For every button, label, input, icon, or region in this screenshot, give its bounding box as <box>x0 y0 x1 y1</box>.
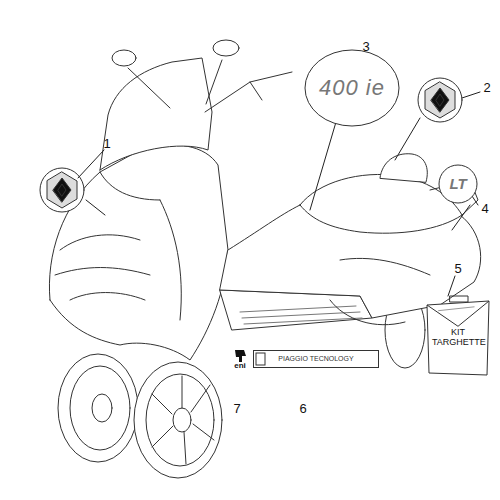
model-decal-text: 400 ie <box>319 76 385 100</box>
eni-dog-logo <box>235 350 246 362</box>
model-decal: 400 ie <box>304 49 400 127</box>
kit-bag-text: KIT TARGHETTE <box>432 328 484 348</box>
lt-decal: LT <box>438 164 478 204</box>
kit-bag-shine <box>438 307 474 311</box>
eni-badge-border <box>229 348 252 373</box>
badge-logo-rear <box>418 78 462 122</box>
windscreen <box>100 58 212 170</box>
nameplate-border <box>254 351 379 368</box>
mirror-right <box>213 40 239 56</box>
lt-decal-circle <box>439 165 477 203</box>
front-wheel-left <box>58 354 138 462</box>
handlebar <box>128 60 292 112</box>
callout-number: 3 <box>362 40 369 53</box>
badge-logo-front <box>40 168 84 212</box>
eni-badge-text: eni <box>234 362 246 371</box>
callout-number: 1 <box>103 137 110 150</box>
seat <box>300 174 462 233</box>
mirror-left <box>112 50 136 66</box>
front-wheel-right <box>134 362 222 478</box>
floorboard-grip <box>240 306 362 324</box>
backrest <box>380 154 427 182</box>
nameplate: PIAGGIO TECNOLOGY <box>253 350 379 368</box>
model-decal-circle <box>305 50 399 126</box>
lt-decal-text: LT <box>449 176 466 193</box>
kit-bag-flap <box>427 301 489 326</box>
nameplate-text: PIAGGIO TECNOLOGY <box>278 355 353 363</box>
kit-bag-tab <box>450 296 468 302</box>
kit-bag-bag <box>427 301 489 375</box>
callout-number: 5 <box>454 262 461 275</box>
callout-number: 2 <box>483 81 490 94</box>
callout-number: 6 <box>299 402 306 415</box>
callout-number: 7 <box>233 402 240 415</box>
engine <box>330 258 430 324</box>
leader-lines <box>78 52 480 296</box>
kit-bag: KIT TARGHETTE <box>425 299 491 377</box>
nameplate-emblem <box>256 353 265 365</box>
eni-badge: eni <box>228 347 252 373</box>
callout-number: 4 <box>481 202 488 215</box>
